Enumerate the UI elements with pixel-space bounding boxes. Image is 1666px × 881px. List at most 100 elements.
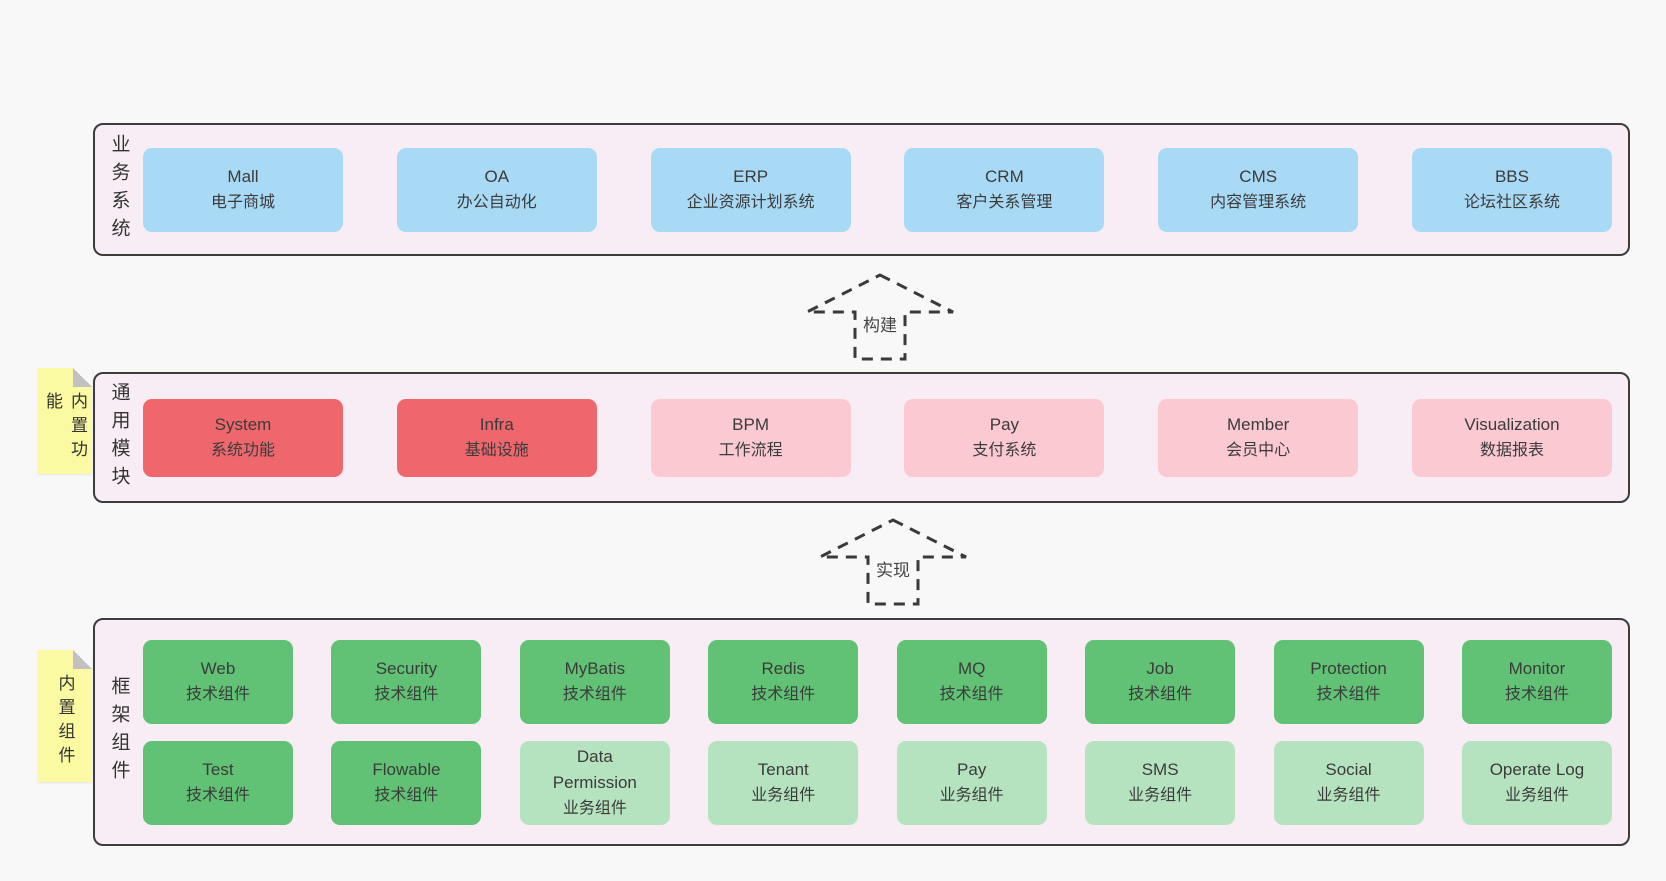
box-subtitle: 支付系统: [972, 441, 1037, 459]
box-security: Security 技术组件: [331, 639, 482, 724]
layer-label-framework-components: 框架组件: [108, 676, 130, 788]
arrow-implement-label: 实现: [872, 555, 914, 582]
module-boxes-row: System 系统功能 Infra 基础设施 BPM 工作流程 Pay 支付系统…: [143, 374, 1628, 501]
box-title: Tenant: [757, 759, 809, 779]
box-title: Infra: [479, 414, 514, 434]
box-social: Social 业务组件: [1273, 740, 1424, 825]
box-title: Monitor: [1508, 658, 1566, 678]
box-title: SMS: [1141, 759, 1179, 779]
dashed-up-arrow-icon: [806, 273, 954, 361]
sticky-label: 内置功能: [43, 392, 87, 464]
box-title: System: [214, 414, 272, 434]
box-title: BPM: [732, 414, 770, 434]
box-data-permission: Data Permission 业务组件: [519, 740, 670, 825]
box-subtitle: 会员中心: [1226, 441, 1291, 459]
box-test: Test 技术组件: [143, 740, 293, 825]
box-member: Member 会员中心: [1158, 398, 1359, 477]
box-subtitle: 业务组件: [1128, 786, 1193, 804]
box-title: Operate Log: [1489, 759, 1585, 779]
box-job: Job 技术组件: [1085, 639, 1236, 724]
box-title: ERP: [733, 166, 769, 186]
box-subtitle: 业务组件: [1316, 786, 1381, 804]
arrow-build: 构建: [805, 273, 955, 361]
sticky-label: 内置组件: [55, 674, 75, 770]
box-subtitle: 内容管理系统: [1210, 193, 1307, 211]
box-system: System 系统功能: [143, 398, 343, 477]
box-sms: SMS 业务组件: [1085, 740, 1236, 825]
box-subtitle: 技术组件: [374, 685, 439, 703]
box-title: MQ: [957, 658, 986, 678]
box-subtitle: 技术组件: [185, 685, 250, 703]
box-title: CMS: [1239, 166, 1278, 186]
folded-corner-icon: [73, 650, 92, 669]
box-web: Web 技术组件: [143, 639, 293, 724]
box-pay-component: Pay 业务组件: [896, 740, 1047, 825]
box-title: Web: [200, 658, 236, 678]
box-subtitle: 企业资源计划系统: [686, 193, 815, 211]
box-subtitle: 技术组件: [1128, 685, 1193, 703]
folded-corner-icon: [73, 368, 92, 387]
box-title: Data Permission: [552, 746, 637, 792]
box-subtitle: 业务组件: [751, 786, 816, 804]
box-title: Member: [1227, 414, 1290, 434]
box-crm: CRM 客户关系管理: [904, 147, 1105, 232]
box-subtitle: 技术组件: [185, 786, 250, 804]
arrow-implement: 实现: [818, 518, 968, 606]
component-rows: Web 技术组件 Security 技术组件 MyBatis 技术组件 Redi…: [143, 620, 1628, 844]
box-tenant: Tenant 业务组件: [708, 740, 859, 825]
box-subtitle: 数据报表: [1479, 441, 1544, 459]
component-boxes-row-2: Test 技术组件 Flowable 技术组件 Data Permission …: [143, 740, 1612, 825]
box-monitor: Monitor 技术组件: [1461, 639, 1612, 724]
box-subtitle: 业务组件: [1504, 786, 1569, 804]
box-title: Security: [375, 658, 438, 678]
box-title: Test: [202, 759, 234, 779]
box-title: Pay: [957, 759, 987, 779]
box-redis: Redis 技术组件: [708, 639, 859, 724]
box-title: Pay: [989, 414, 1020, 434]
box-title: Job: [1146, 658, 1174, 678]
sticky-built-in-components: 内置组件: [38, 650, 92, 782]
box-mybatis: MyBatis 技术组件: [519, 639, 670, 724]
box-oa: OA 办公自动化: [396, 147, 597, 232]
box-subtitle: 业务组件: [939, 786, 1004, 804]
layer-label-business-systems: 业务系统: [108, 133, 130, 246]
business-boxes-row: Mall 电子商城 OA 办公自动化 ERP 企业资源计划系统 CRM 客户关系…: [143, 125, 1628, 254]
box-mall: Mall 电子商城: [143, 147, 343, 232]
box-cms: CMS 内容管理系统: [1158, 147, 1359, 232]
box-subtitle: 技术组件: [562, 685, 627, 703]
box-title: BBS: [1494, 166, 1529, 186]
box-operate-log: Operate Log 业务组件: [1461, 740, 1612, 825]
box-subtitle: 论坛社区系统: [1463, 193, 1560, 211]
box-subtitle: 业务组件: [562, 799, 627, 817]
box-title: Redis: [761, 658, 805, 678]
box-subtitle: 技术组件: [939, 685, 1004, 703]
layer-common-modules: 通用模块 System 系统功能 Infra 基础设施 BPM 工作流程 Pay…: [93, 372, 1630, 503]
component-boxes-row-1: Web 技术组件 Security 技术组件 MyBatis 技术组件 Redi…: [143, 639, 1612, 724]
box-erp: ERP 企业资源计划系统: [650, 147, 851, 232]
box-bpm: BPM 工作流程: [650, 398, 851, 477]
box-subtitle: 技术组件: [374, 786, 439, 804]
box-visualization: Visualization 数据报表: [1411, 398, 1612, 477]
arrow-build-label: 构建: [859, 310, 901, 337]
layer-business-systems: 业务系统 Mall 电子商城 OA 办公自动化 ERP 企业资源计划系统 CRM…: [93, 123, 1630, 256]
sticky-built-in-functions: 内置功能: [38, 368, 92, 474]
box-title: Mall: [227, 166, 259, 186]
box-title: OA: [484, 166, 510, 186]
box-title: Protection: [1310, 658, 1387, 678]
box-subtitle: 办公自动化: [456, 193, 537, 211]
box-subtitle: 系统功能: [210, 441, 275, 459]
layer-label-common-modules: 通用模块: [108, 381, 130, 494]
box-title: Social: [1325, 759, 1372, 779]
box-title: CRM: [985, 166, 1024, 186]
box-protection: Protection 技术组件: [1273, 639, 1424, 724]
box-infra: Infra 基础设施: [396, 398, 597, 477]
box-title: Flowable: [372, 759, 441, 779]
box-subtitle: 基础设施: [464, 441, 529, 459]
box-title: Visualization: [1464, 414, 1560, 434]
box-subtitle: 技术组件: [1316, 685, 1381, 703]
box-subtitle: 技术组件: [751, 685, 816, 703]
box-subtitle: 工作流程: [718, 441, 783, 459]
box-subtitle: 电子商城: [210, 193, 275, 211]
box-mq: MQ 技术组件: [896, 639, 1047, 724]
box-bbs: BBS 论坛社区系统: [1411, 147, 1612, 232]
